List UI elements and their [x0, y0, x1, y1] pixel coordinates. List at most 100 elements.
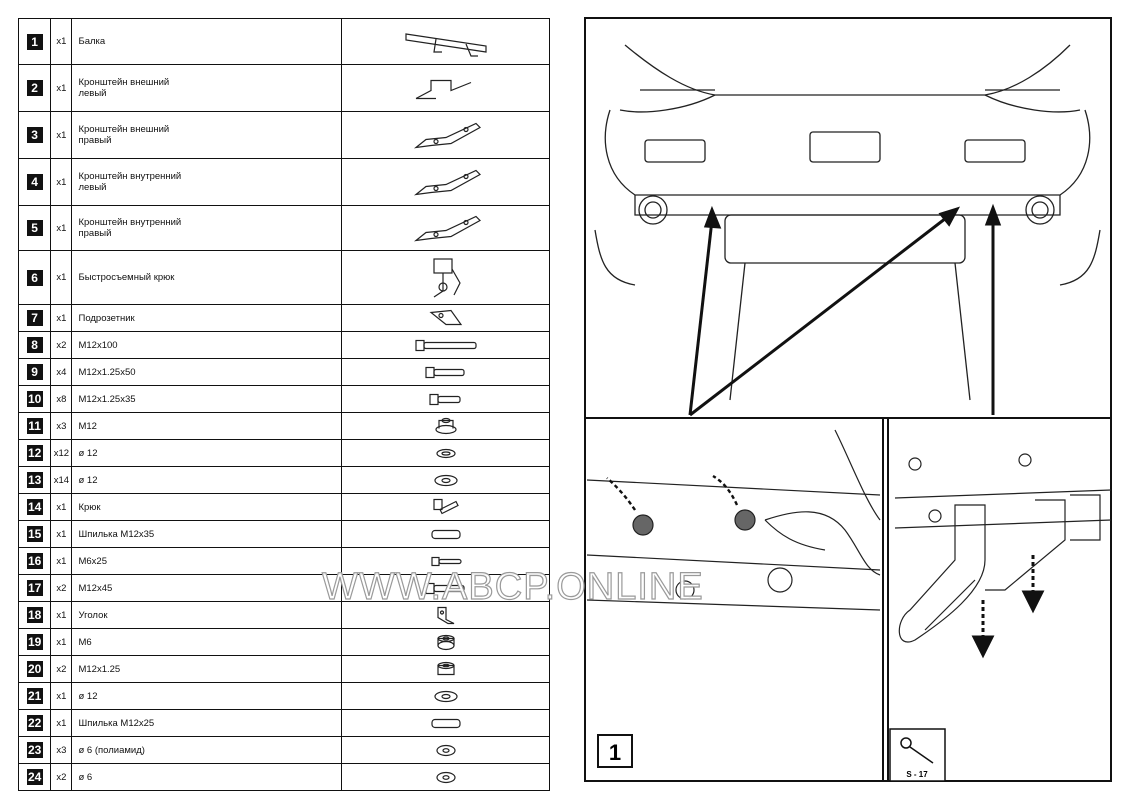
part-quantity: x1 [50, 158, 73, 206]
part-number-cell: 12 [17, 439, 52, 467]
bracket-inner-left-icon [413, 169, 481, 195]
hex-nut-icon [436, 661, 455, 675]
part-picture [341, 439, 550, 467]
installation-figure: 1 S - 17 [584, 17, 1112, 782]
flat-washer-icon [433, 690, 458, 702]
bolt-medium-icon [424, 582, 465, 594]
part-quantity: x1 [50, 250, 73, 305]
part-number-cell: 20 [17, 655, 52, 683]
small-washer-icon [435, 771, 456, 783]
part-picture [341, 763, 550, 791]
plastic-washer-icon [435, 744, 456, 756]
part-quantity: x4 [50, 358, 73, 386]
part-number-cell: 7 [17, 304, 52, 332]
part-number-cell: 17 [17, 574, 52, 602]
part-quantity: x1 [50, 628, 73, 656]
part-number: 10 [26, 391, 43, 407]
part-quantity: x2 [50, 574, 73, 602]
part-name: M12x1.25 [71, 655, 343, 683]
part-picture [341, 655, 550, 683]
part-picture [341, 682, 550, 710]
stud-icon [430, 529, 461, 539]
part-number: 3 [26, 127, 43, 143]
part-name: M12 [71, 412, 343, 440]
part-quantity: x14 [50, 466, 73, 494]
part-number-cell: 9 [17, 358, 52, 386]
part-number: 4 [26, 174, 43, 190]
part-picture [341, 158, 550, 206]
part-quantity: x12 [50, 439, 73, 467]
part-number-cell: 1 [17, 18, 52, 65]
part-quantity: x1 [50, 601, 73, 629]
wrench-icon [900, 737, 934, 764]
part-name: M12x1.25x50 [71, 358, 343, 386]
tool-box [889, 728, 946, 782]
watermark: WWW.ABCP.ONLINE [321, 565, 704, 608]
part-picture [341, 466, 550, 494]
part-name: ø 12 [71, 682, 343, 710]
part-quantity: x1 [50, 547, 73, 575]
part-quantity: x1 [50, 64, 73, 112]
part-picture [341, 64, 550, 112]
beam-icon [404, 32, 487, 57]
step-number-box [597, 734, 633, 768]
part-picture [341, 412, 550, 440]
part-name: Быстросъемный крюк [71, 250, 343, 305]
figure-frame [584, 17, 1112, 782]
part-name: Крюк [71, 493, 343, 521]
part-number-cell: 4 [17, 158, 52, 206]
tool-size-label: S - 17 [906, 770, 928, 779]
part-number: 18 [26, 607, 43, 623]
bracket-outer-left-icon [415, 79, 471, 99]
bracket-outer-right-icon [413, 122, 481, 148]
bolt-small-icon [430, 556, 462, 566]
part-name: ø 6 [71, 763, 343, 791]
part-number: 2 [26, 80, 43, 96]
part-number: 21 [26, 688, 43, 704]
part-number: 14 [26, 499, 43, 515]
part-picture [341, 304, 550, 332]
bolt-medium-icon [424, 366, 465, 378]
direction-arrows-down [971, 555, 1045, 659]
part-quantity: x1 [50, 304, 73, 332]
detachable-hook-icon [432, 257, 461, 297]
part-number-cell: 18 [17, 601, 52, 629]
bolt-long-icon [414, 339, 477, 351]
part-quantity: x1 [50, 493, 73, 521]
part-number: 20 [26, 661, 43, 677]
part-name: ø 12 [71, 466, 343, 494]
part-number-cell: 14 [17, 493, 52, 521]
part-quantity: x1 [50, 682, 73, 710]
part-quantity: x1 [50, 111, 73, 159]
part-quantity: x1 [50, 205, 73, 251]
part-picture [341, 520, 550, 548]
part-name: M6 [71, 628, 343, 656]
part-number: 11 [26, 418, 43, 434]
bolt-short-icon [428, 393, 461, 405]
part-number: 19 [26, 634, 43, 650]
part-number-cell: 16 [17, 547, 52, 575]
part-number-cell: 23 [17, 736, 52, 764]
part-name: Подрозетник [71, 304, 343, 332]
part-number: 17 [26, 580, 43, 596]
part-picture [341, 736, 550, 764]
